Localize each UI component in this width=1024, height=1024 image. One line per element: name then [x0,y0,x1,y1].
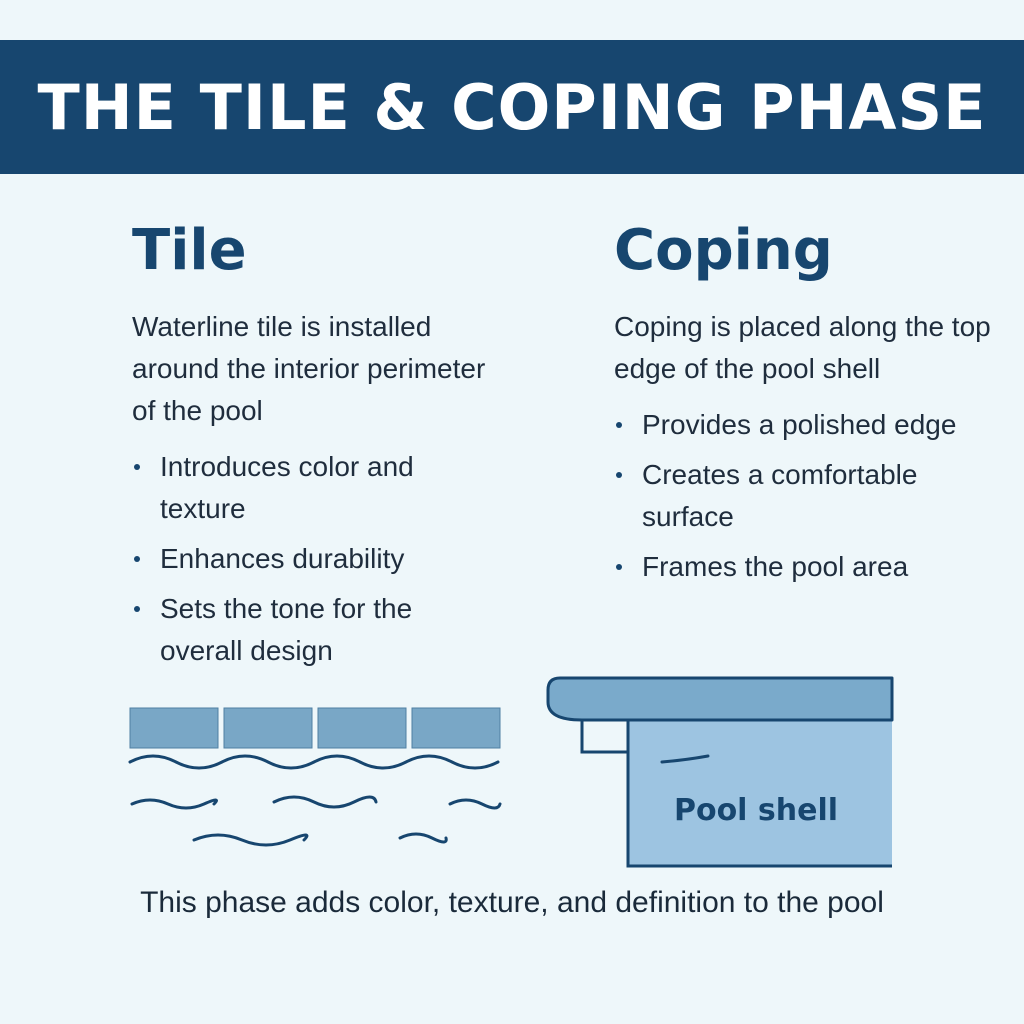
tile-block [411,707,501,749]
bullet-icon [134,464,140,470]
tile-bullet-text: Introduces color and texture [160,451,414,524]
water-line-mark [660,754,710,764]
pool-shell-outline [626,720,892,868]
tile-block [223,707,313,749]
coping-bullet-item: Creates a comfortable surface [614,454,1014,538]
tile-bullet-text: Enhances durability [160,543,405,574]
tile-bullet-item: Enhances durability [132,538,492,580]
tile-bullet-item: Sets the tone for the overall design [132,588,492,672]
water-wave-line [398,832,448,844]
bullet-icon [616,422,622,428]
tile-illustration [128,707,502,847]
tile-block [317,707,407,749]
footer-caption: This phase adds color, texture, and defi… [140,886,884,919]
tile-bullet-list: Introduces color and texture Enhances du… [132,446,492,672]
tile-intro: Waterline tile is installed around the i… [132,311,486,426]
coping-section: Coping Coping is placed along the top ed… [614,216,1014,596]
tile-section: Tile Waterline tile is installed around … [132,216,492,680]
coping-bullet-list: Provides a polished edge Creates a comfo… [614,404,1014,588]
coping-intro: Coping is placed along the top edge of t… [614,311,991,384]
tile-block [129,707,219,749]
coping-bullet-item: Frames the pool area [614,546,1014,588]
tile-bullet-text: Sets the tone for the overall design [160,593,413,666]
page-title: THE TILE & COPING PHASE [37,70,987,144]
bullet-icon [616,472,622,478]
coping-bullet-text: Creates a comfortable surface [642,459,918,532]
tile-heading: Tile [132,218,247,283]
tile-bullet-item: Introduces color and texture [132,446,492,530]
coping-bullet-text: Provides a polished edge [642,409,957,440]
water-wave-line [128,754,500,770]
coping-step [580,720,628,754]
pool-shell-label: Pool shell [674,793,838,828]
coping-illustration: Pool shell [546,676,894,868]
bullet-icon [134,556,140,562]
coping-cap [546,676,894,722]
title-banner: THE TILE & COPING PHASE [0,40,1024,174]
bullet-icon [616,564,622,570]
water-wave-line [448,798,502,810]
water-wave-line [130,798,218,810]
coping-bullet-item: Provides a polished edge [614,404,1014,446]
coping-heading: Coping [614,218,833,283]
water-wave-line [192,833,309,847]
water-wave-line [272,795,378,809]
coping-bullet-text: Frames the pool area [642,551,909,582]
bullet-icon [134,606,140,612]
pool-shell [628,720,892,866]
